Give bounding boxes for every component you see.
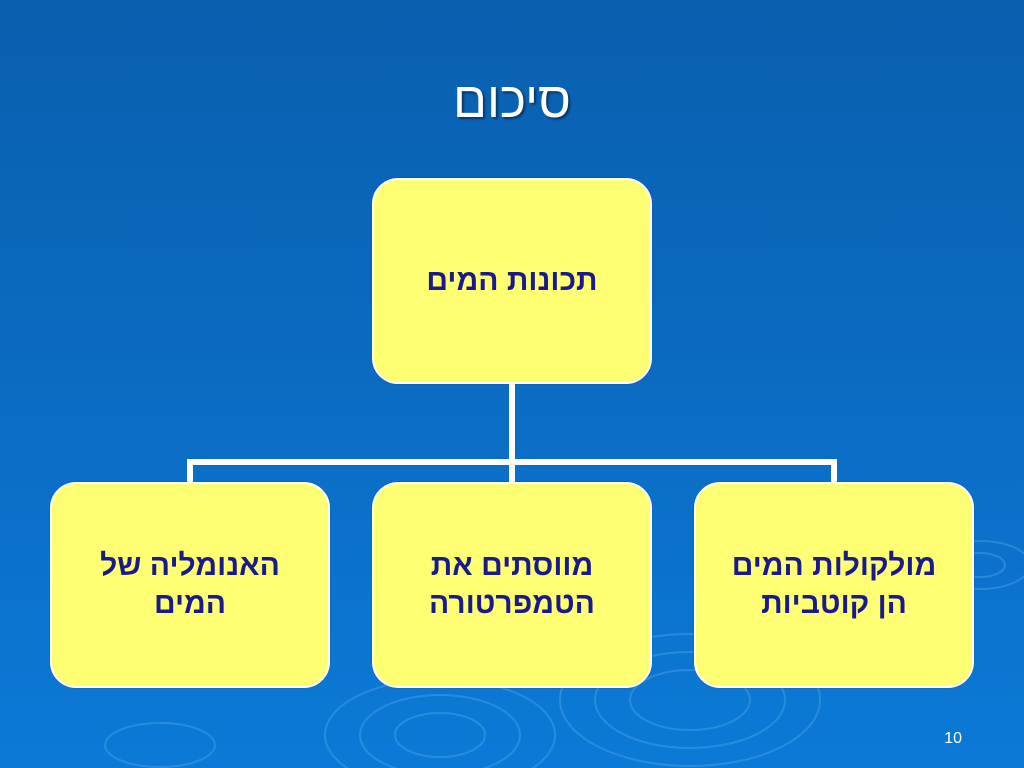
node-label-anomaly: האנומליה של המים [100,549,280,620]
node-label-polar-molecules: מולקולות המים הן קוטביות [731,549,937,620]
diagram-node-root: תכונות המים [372,178,652,384]
diagram-node-polar-molecules: מולקולות המים הן קוטביות [694,482,974,688]
node-label-temperature: מווסתים את הטמפרטורה [429,549,595,620]
node-label-root: תכונות המים [426,264,598,297]
page-number: 10 [944,730,962,747]
slide-title: סיכום [453,72,571,128]
diagram-node-temperature: מווסתים את הטמפרטורה [372,482,652,688]
diagram-node-anomaly: האנומליה של המים [50,482,330,688]
